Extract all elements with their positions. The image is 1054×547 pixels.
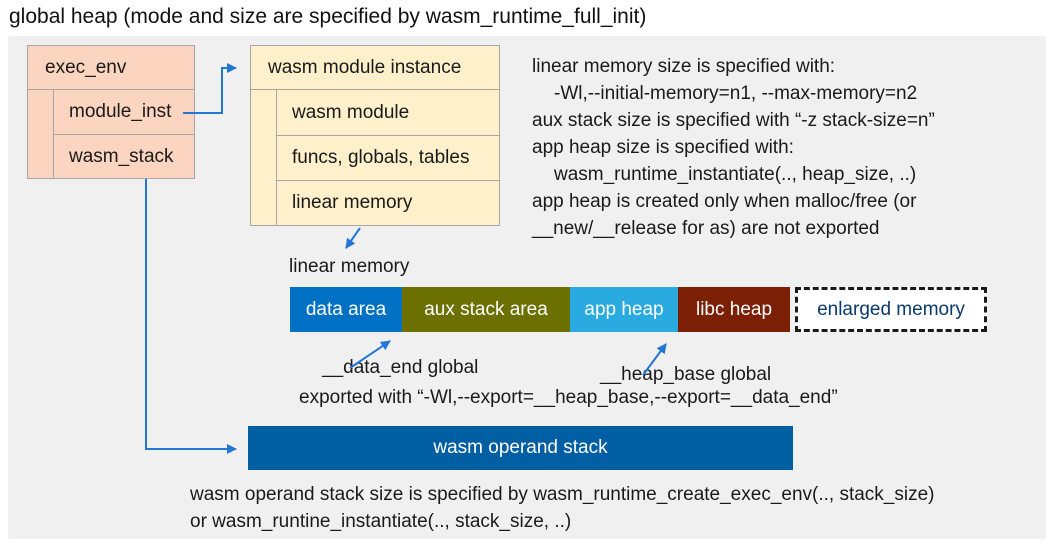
note-line: wasm_runtime_instantiate(.., heap_size, … xyxy=(554,164,917,185)
notes-right: linear memory size is specified with: -W… xyxy=(532,53,935,242)
note-line: app heap is created only when malloc/fre… xyxy=(532,191,917,212)
module-instance-row-linear-memory: linear memory xyxy=(277,180,499,225)
linear-memory-bar: data area aux stack area app heap libc h… xyxy=(290,287,987,332)
module-instance-row-wasm-module: wasm module xyxy=(292,101,410,123)
segment-aux-stack-area: aux stack area xyxy=(402,287,570,332)
segment-libc-heap: libc heap xyxy=(678,287,790,332)
note-line: __new/__release for as) are not exported xyxy=(532,218,880,239)
segment-data-area: data area xyxy=(290,287,402,332)
exec-env-rows: module_inst wasm_stack xyxy=(53,90,194,178)
export-flags-label: exported with “-Wl,--export=__heap_base,… xyxy=(299,387,838,408)
exec-env-box: exec_env module_inst wasm_stack xyxy=(27,45,195,179)
data-end-global-label: __data_end global xyxy=(322,357,479,378)
note-line: or wasm_runtine_instantiate(.., stack_si… xyxy=(190,511,572,532)
notes-bottom: wasm operand stack size is specified by … xyxy=(190,481,935,535)
diagram-title: global heap (mode and size are specified… xyxy=(9,5,647,28)
module-instance-box: wasm module instance wasm module funcs, … xyxy=(250,45,500,226)
exec-env-row-module-inst: module_inst xyxy=(69,101,172,122)
linear-memory-label: linear memory xyxy=(289,256,410,277)
note-line: aux stack size is specified with “-z sta… xyxy=(532,110,935,131)
module-instance-row-funcs-globals-tables: funcs, globals, tables xyxy=(277,135,499,180)
module-instance-rows: wasm module funcs, globals, tables linea… xyxy=(276,90,499,225)
heap-base-global-label: __heap_base global xyxy=(600,364,772,385)
note-line: -Wl,--initial-memory=n1, --max-memory=n2 xyxy=(554,83,918,104)
exec-env-header: exec_env xyxy=(28,46,194,90)
exec-env-row-wasm-stack: wasm_stack xyxy=(54,134,194,178)
note-line: app heap size is specified with: xyxy=(532,137,794,158)
segment-enlarged-memory: enlarged memory xyxy=(795,287,987,332)
wasm-operand-stack-bar: wasm operand stack xyxy=(248,426,793,470)
module-instance-header: wasm module instance xyxy=(251,46,499,90)
note-line: linear memory size is specified with: xyxy=(532,56,836,77)
segment-app-heap: app heap xyxy=(570,287,678,332)
note-line: wasm operand stack size is specified by … xyxy=(190,484,935,505)
